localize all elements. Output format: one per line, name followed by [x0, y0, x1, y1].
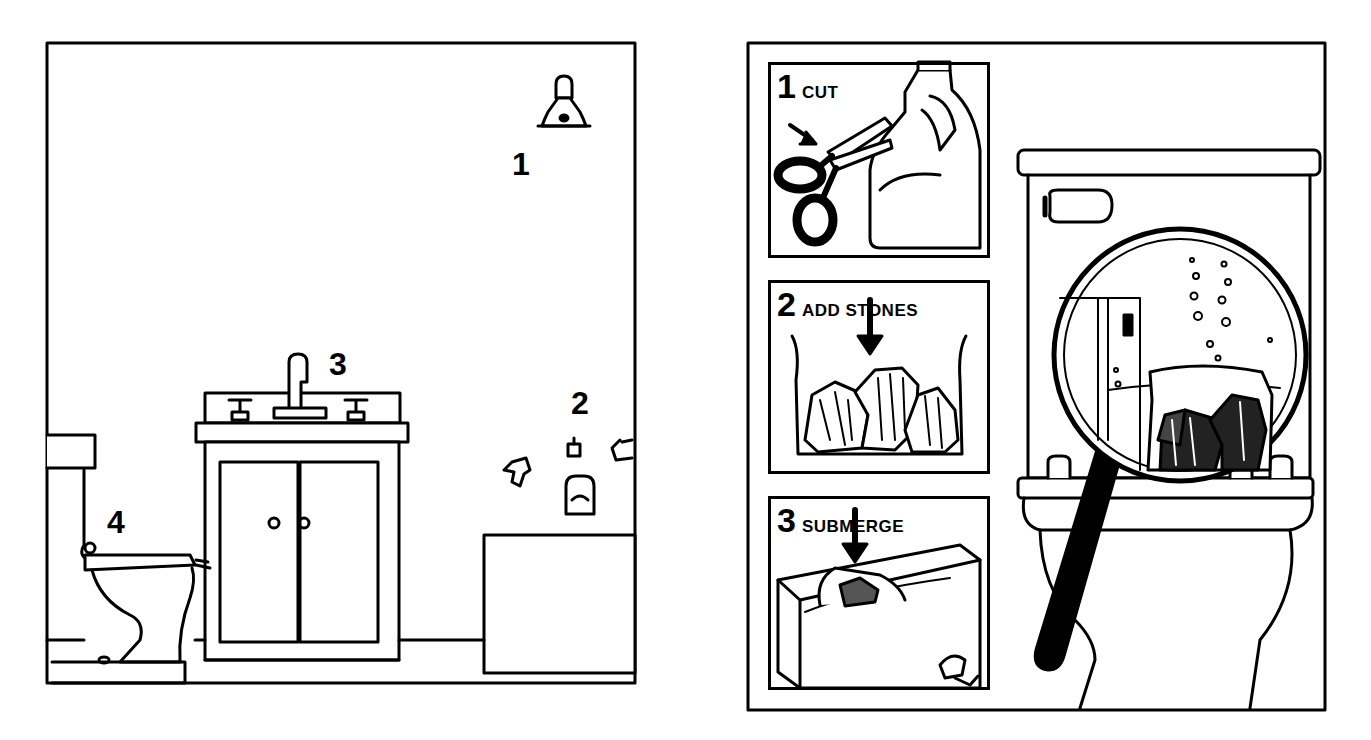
step-number: 1: [777, 67, 796, 106]
scissors-jug: [778, 62, 980, 248]
magnifying-glass: [1035, 229, 1306, 670]
step-heading: 1 CUT: [771, 65, 987, 108]
callout-number: 4: [107, 504, 125, 541]
bathtub: [484, 438, 635, 673]
panel-frame: [47, 43, 635, 683]
step-title: CUT: [802, 83, 838, 103]
shower-head: [538, 76, 590, 126]
sink-vanity: [196, 354, 408, 660]
step-box: 3 SUBMERGE: [768, 496, 990, 690]
bag-stones: [792, 300, 966, 454]
callout-number: 3: [329, 346, 347, 383]
tank-submerge: [778, 510, 980, 688]
toilet-small: [47, 435, 484, 683]
callout-number: 2: [571, 385, 589, 422]
step-number: 2: [777, 285, 796, 324]
step-heading: 2 ADD STONES: [771, 283, 987, 326]
toilet-large: [1018, 150, 1320, 708]
step-box: 2 ADD STONES: [768, 280, 990, 474]
panel-frame: [748, 43, 1325, 710]
step-title: ADD STONES: [802, 301, 918, 321]
callout-number: 1: [512, 146, 530, 183]
step-heading: 3 SUBMERGE: [771, 499, 987, 542]
step-box: 1 CUT: [768, 62, 990, 258]
step-number: 3: [777, 501, 796, 540]
step-title: SUBMERGE: [802, 517, 904, 537]
